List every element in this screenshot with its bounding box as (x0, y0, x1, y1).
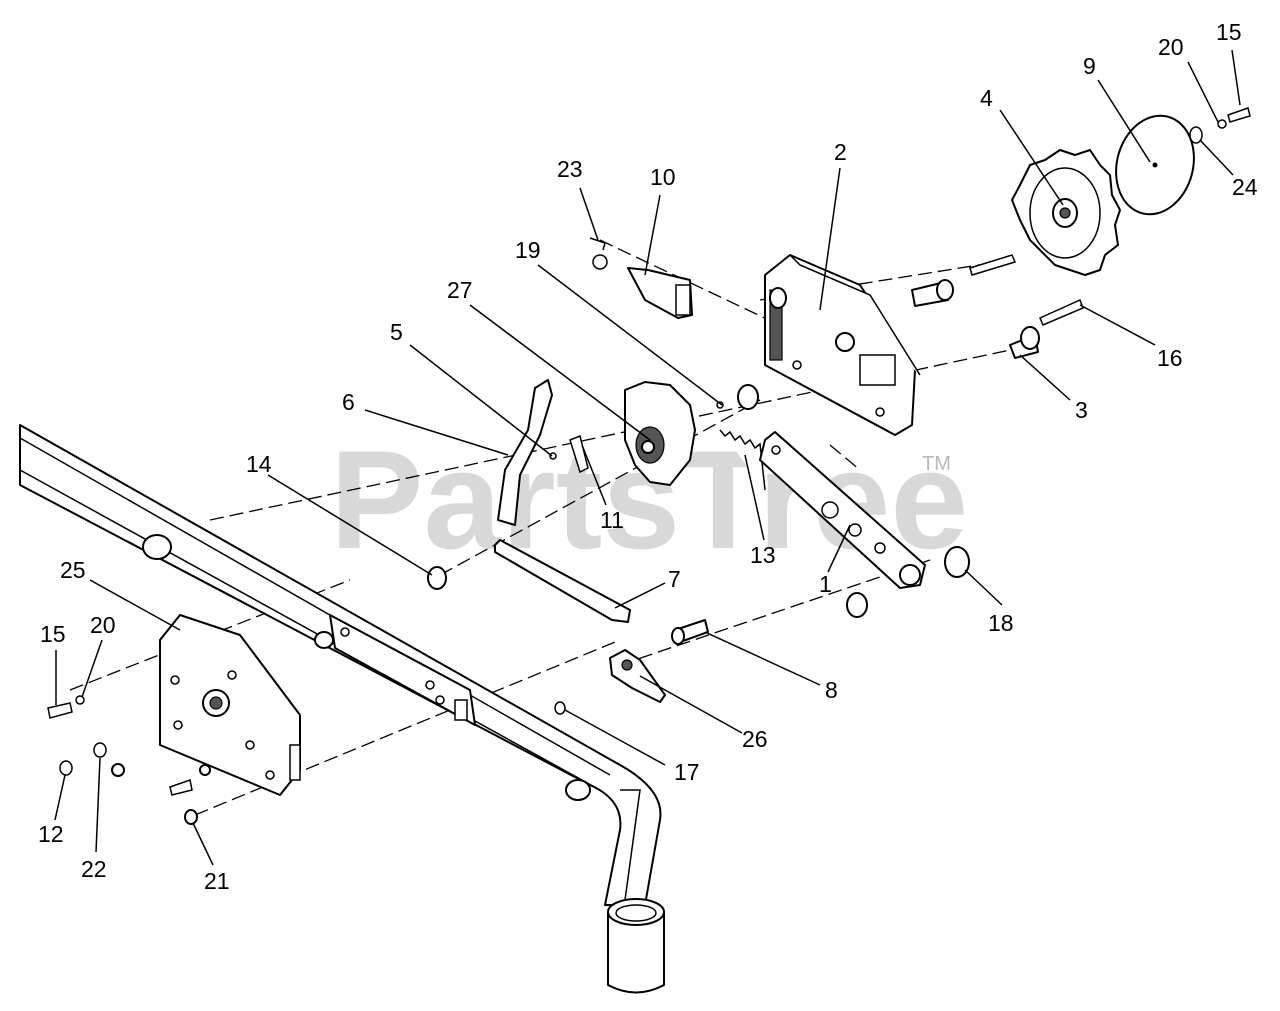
sprocket-4 (1011, 149, 1121, 276)
callout-24: 24 (1232, 174, 1258, 200)
callout-17: 17 (674, 759, 700, 785)
callout-6: 6 (342, 389, 355, 415)
pins-3-16 (911, 254, 1084, 359)
callout-1: 1 (819, 571, 832, 597)
callout-10: 10 (650, 164, 676, 190)
callout-25: 25 (60, 557, 86, 583)
callout-27: 27 (447, 277, 473, 303)
callout-8: 8 (825, 677, 838, 703)
ratchet-27 (624, 381, 696, 486)
callout-3: 3 (1075, 397, 1088, 423)
callout-16: 16 (1157, 345, 1183, 371)
callout-12: 12 (38, 821, 64, 847)
callout-leaders (54, 49, 1241, 866)
lever-5-6 (497, 379, 589, 526)
disc-9 (1115, 114, 1195, 216)
clip-17 (554, 701, 566, 715)
callout-7: 7 (668, 566, 681, 592)
latch-10 (627, 267, 693, 319)
pawl-26 (609, 649, 666, 703)
callout-26: 26 (742, 726, 768, 752)
link-bar-1 (759, 431, 926, 589)
callout-22: 22 (81, 856, 107, 882)
clip-23 (589, 237, 608, 270)
bushing-14 (427, 566, 447, 590)
callout-13: 13 (750, 542, 776, 568)
pin-8 (671, 619, 709, 645)
callout-20-left: 20 (90, 612, 116, 638)
watermark-tm: TM (922, 453, 951, 475)
callout-18: 18 (988, 610, 1014, 636)
rod-7 (494, 539, 631, 623)
snap-rings (846, 546, 970, 618)
frame-bracket (329, 614, 476, 726)
spring-13 (719, 429, 766, 491)
callout-labels: 15 20 9 4 24 2 23 10 19 27 5 16 3 6 14 1… (38, 19, 1258, 894)
callout-15-left: 15 (40, 621, 66, 647)
housing-2 (764, 254, 921, 436)
callout-14: 14 (246, 451, 272, 477)
callout-2: 2 (834, 139, 847, 165)
callout-5: 5 (390, 319, 403, 345)
side-plate-25 (159, 614, 301, 796)
callout-20-top: 20 (1158, 34, 1184, 60)
callout-4: 4 (980, 85, 993, 111)
hardware-left (47, 695, 211, 825)
handle-sleeve (607, 898, 665, 994)
callout-23: 23 (557, 156, 583, 182)
callout-15-top: 15 (1216, 19, 1242, 45)
callout-9: 9 (1083, 53, 1096, 79)
callout-19: 19 (515, 237, 541, 263)
bushing-19 (716, 384, 759, 410)
hardware-top-right (1189, 107, 1251, 144)
callout-21: 21 (204, 868, 230, 894)
callout-11: 11 (600, 507, 624, 533)
